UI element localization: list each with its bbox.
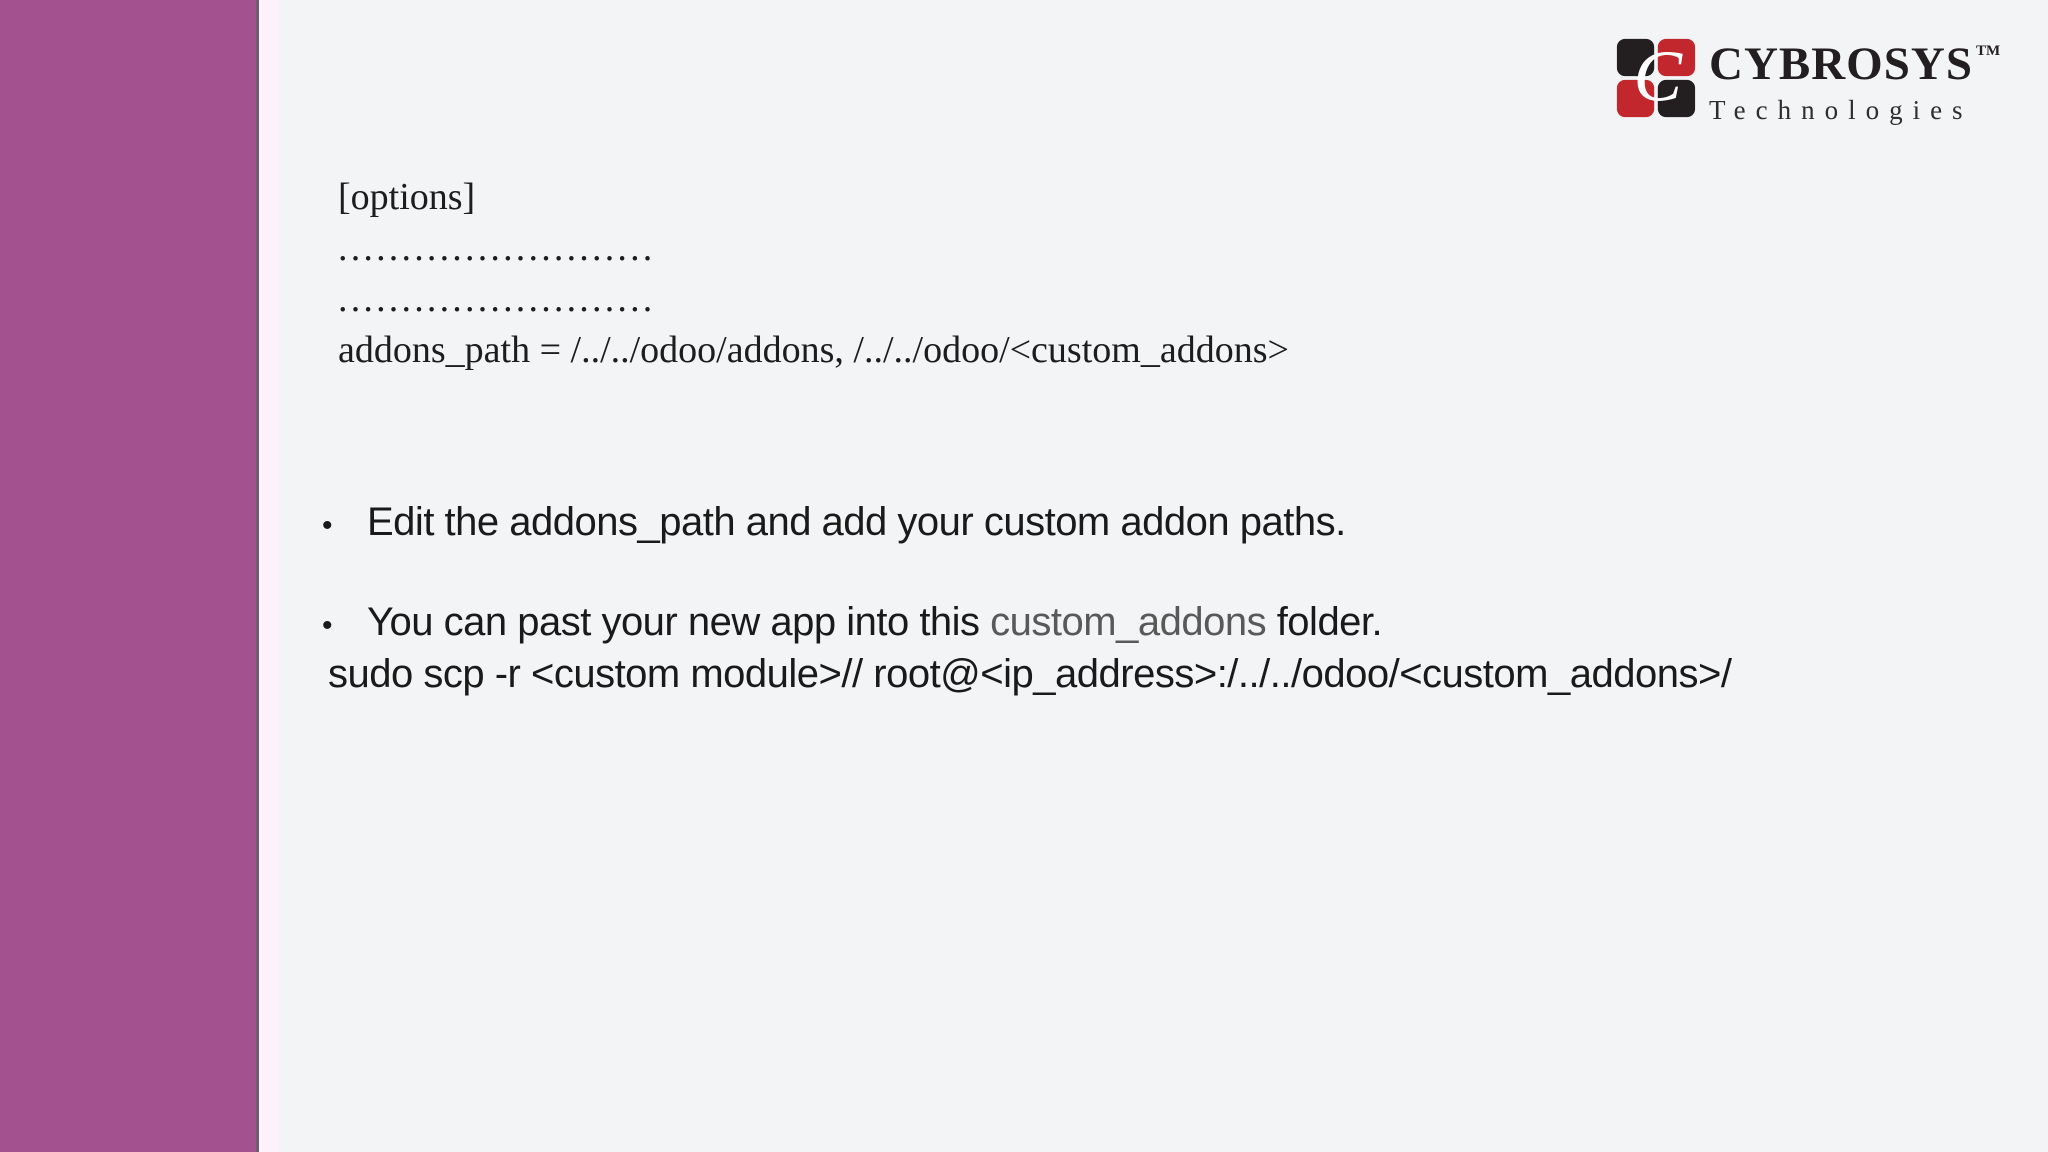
logo-subtitle: Technologies <box>1709 95 1973 125</box>
config-snippet: [options] ......................... ....… <box>338 172 1289 376</box>
logo-brand-text: CYBROSYS <box>1709 38 1973 90</box>
bullet-text: Edit the addons_path and add your custom… <box>367 500 1346 544</box>
bullet-text: You can past your new app into this cust… <box>367 596 1383 648</box>
logo-tile-top-right <box>1657 38 1696 77</box>
bullet-marker: • <box>322 609 333 642</box>
bullet-text-segment: You can past your new app into this <box>367 600 991 644</box>
bullet-item-paste-new-app: • You can past your new app into this cu… <box>322 596 1383 652</box>
left-accent-strip <box>259 0 279 1152</box>
left-accent-bar <box>0 0 259 1152</box>
logo-tile-bottom-left <box>1616 79 1655 118</box>
config-ellipsis-line-2: ......................... <box>338 278 656 320</box>
bullet-text-highlight: custom_addons <box>990 600 1267 644</box>
config-ellipsis-line-1: ......................... <box>338 227 656 269</box>
logo-trademark: TM <box>1975 43 2001 59</box>
bullet-marker: • <box>322 509 333 542</box>
scp-command-line: sudo scp -r <custom module>// root@<ip_a… <box>328 652 1732 696</box>
config-section-header: [options] <box>338 176 476 218</box>
logo-tile-top-left <box>1616 38 1655 77</box>
config-addons-path-line: addons_path = /../../odoo/addons, /../..… <box>338 329 1289 371</box>
bullet-item-edit-addons-path: • Edit the addons_path and add your cust… <box>322 496 1346 552</box>
logo-monogram: C <box>1634 36 1684 117</box>
cybrosys-logo-icon: C <box>1616 36 1696 118</box>
bullet-text-segment: folder. <box>1266 600 1383 644</box>
logo-tile-bottom-right <box>1657 79 1696 118</box>
